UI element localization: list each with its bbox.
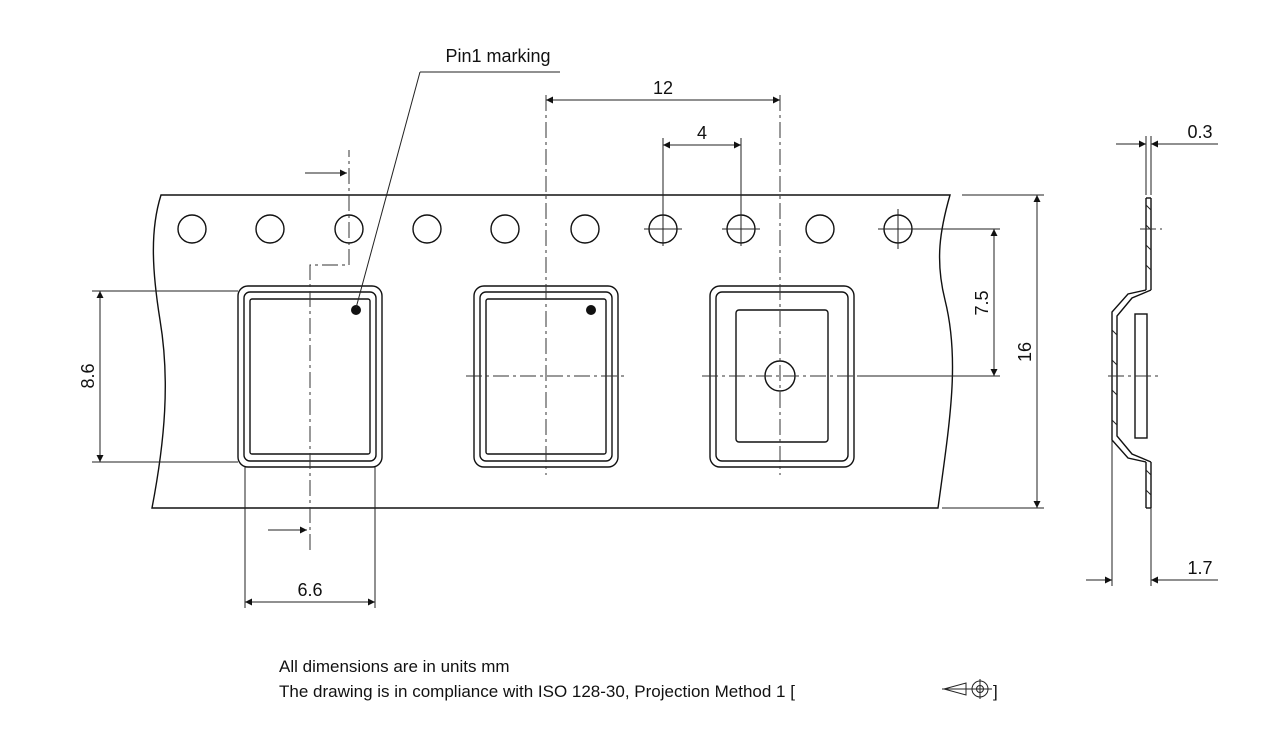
dimension-pitch-label: 12 [653, 78, 673, 98]
first-angle-projection-icon [942, 679, 992, 699]
dimension-pocket-height: 8.6 [78, 290, 238, 463]
dimension-pocket-height-label: 8.6 [78, 363, 98, 388]
sprocket-hole [412, 214, 442, 244]
pocket-3 [702, 95, 950, 475]
dimension-depth-label: 1.7 [1187, 558, 1212, 578]
dimension-tape-width: 16 [942, 194, 1044, 509]
sprocket-hole [570, 214, 600, 244]
pin1-dot-icon [586, 305, 596, 315]
dimension-hole-to-center: 7.5 [860, 229, 1000, 377]
pin1-marking-label: Pin1 marking [445, 46, 550, 66]
note-units: All dimensions are in units mm [279, 657, 510, 676]
dimension-pocket-width: 6.6 [244, 467, 376, 608]
pocket-1 [237, 150, 383, 550]
pin1-leader: Pin1 marking [355, 46, 560, 309]
dimension-hole-pitch: 4 [662, 123, 742, 246]
dimension-pitch: 12 [546, 78, 780, 104]
note-iso-prefix: The drawing is in compliance with ISO 12… [279, 682, 795, 701]
dimension-thickness: 0.3 [1116, 122, 1218, 195]
dimension-hole-pitch-label: 4 [697, 123, 707, 143]
carrier-tape-outline [151, 194, 954, 509]
dimension-hole-to-center-label: 7.5 [972, 290, 992, 315]
pocket-2 [466, 95, 626, 475]
dimension-pocket-width-label: 6.6 [297, 580, 322, 600]
note-iso-suffix: ] [993, 682, 998, 701]
dimension-thickness-label: 0.3 [1187, 122, 1212, 142]
sprocket-hole [490, 214, 520, 244]
sprocket-hole [805, 214, 835, 244]
note-iso-compliance: The drawing is in compliance with ISO 12… [279, 682, 795, 701]
tape-side-view [1108, 197, 1162, 509]
dimension-depth: 1.7 [1086, 440, 1218, 586]
pin1-dot-icon [351, 305, 361, 315]
sprocket-holes [177, 214, 913, 244]
dimension-tape-width-label: 16 [1015, 342, 1035, 362]
sprocket-hole [255, 214, 285, 244]
sprocket-hole [177, 214, 207, 244]
pocket-offset-centerline [309, 150, 350, 550]
